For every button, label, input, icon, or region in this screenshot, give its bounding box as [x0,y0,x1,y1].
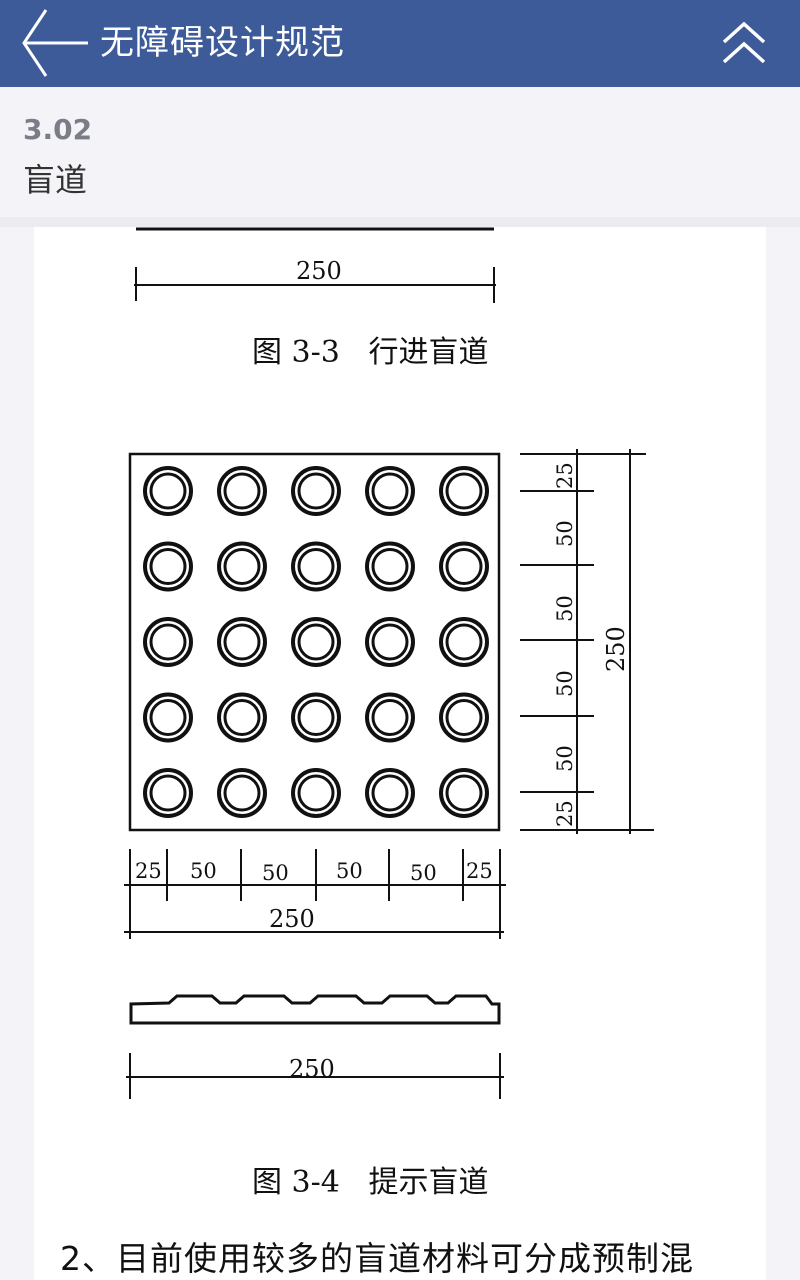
document-page[interactable]: 250 25 50 50 50 50 25 250 25 50 50 50 50… [34,227,766,1280]
svg-text:50: 50 [336,859,363,883]
body-paragraph: 2、目前使用较多的盲道材料可分成预制混 [60,1239,694,1278]
svg-text:50: 50 [553,595,577,622]
svg-text:50: 50 [190,859,217,883]
svg-text:50: 50 [553,745,577,772]
figure-3-3-caption: 图 3-3 行进盲道 [252,335,489,370]
collapse-button[interactable] [718,18,770,68]
section-header: 3.02 盲道 [0,87,800,217]
section-number: 3.02 [23,113,93,146]
svg-text:25: 25 [553,800,577,827]
svg-text:250: 250 [289,1055,335,1083]
figure-3-4-caption: 图 3-4 提示盲道 [252,1165,489,1200]
svg-text:250: 250 [602,626,630,672]
svg-text:25: 25 [135,859,162,883]
app-header: 无障碍设计规范 [0,0,800,87]
page-title: 无障碍设计规范 [100,23,345,63]
back-button[interactable] [18,8,90,78]
fig33-dim: 250 [296,257,342,285]
svg-text:25: 25 [466,859,493,883]
svg-text:50: 50 [553,520,577,547]
svg-text:250: 250 [269,905,315,933]
svg-text:50: 50 [410,861,437,885]
svg-text:25: 25 [553,462,577,489]
divider [0,217,800,227]
double-chevron-up-icon [722,21,766,64]
section-title: 盲道 [23,161,88,199]
tactile-paving-drawings: 250 25 50 50 50 50 25 250 25 50 50 50 50… [124,227,654,1099]
arrow-left-icon [22,9,88,77]
svg-text:50: 50 [262,861,289,885]
svg-text:50: 50 [553,670,577,697]
